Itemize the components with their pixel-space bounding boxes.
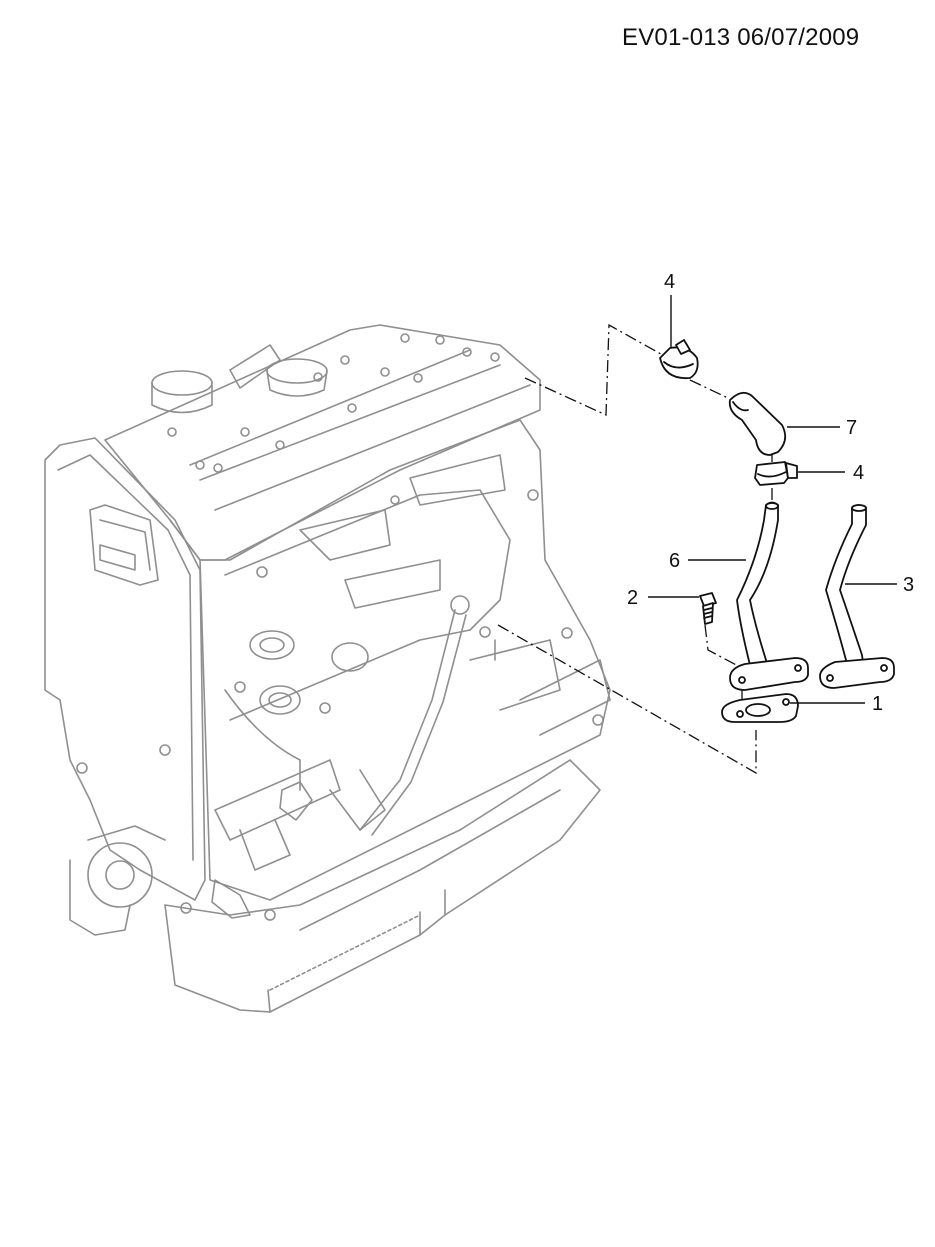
pipe-6-with-flange [729, 501, 809, 691]
hose-7 [728, 391, 787, 456]
callout-number-7: 7 [846, 417, 857, 439]
gasket-1 [721, 693, 799, 723]
callout-number-4-upper: 4 [664, 271, 675, 293]
callout-number-4-lower: 4 [853, 462, 864, 484]
hose-clamp-upper [659, 339, 699, 380]
assembly-dash-lines [497, 323, 773, 775]
pipe-3-with-flange [819, 504, 895, 689]
callout-leaders [648, 295, 897, 704]
engine-block [44, 324, 611, 1013]
callout-number-1: 1 [872, 693, 883, 715]
bolt-2 [699, 592, 717, 625]
callout-number-3: 3 [903, 574, 914, 596]
diagram-reference: EV01-013 06/07/2009 [622, 24, 860, 51]
callout-number-6: 6 [669, 550, 680, 572]
hose-clamp-lower [754, 461, 798, 486]
callout-number-2: 2 [627, 587, 638, 609]
